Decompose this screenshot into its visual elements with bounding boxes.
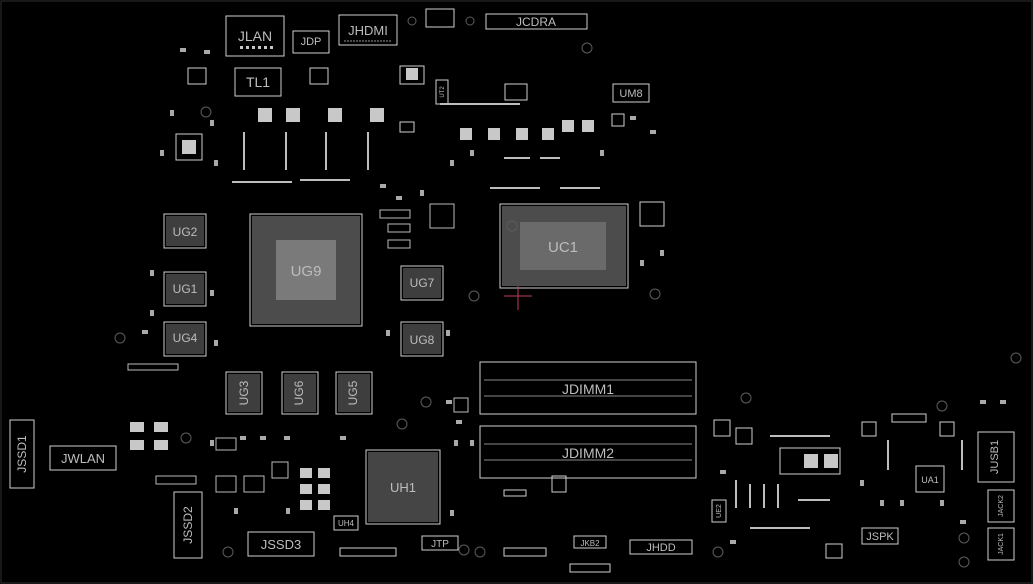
jssd2-label: JSSD2	[181, 506, 195, 544]
ug6-label: UG6	[292, 380, 306, 405]
connector-jhdmi[interactable]: JHDMI	[338, 14, 398, 46]
ug9-label: UG9	[291, 263, 322, 280]
chip-ua1[interactable]: UA1	[915, 465, 945, 493]
ua1-label: UA1	[921, 475, 939, 485]
jssd1-label: JSSD1	[15, 435, 29, 473]
connector-jhdd[interactable]: JHDD	[629, 539, 693, 555]
tl1-label: TL1	[246, 74, 270, 90]
chip-ug4[interactable]: UG4	[163, 321, 207, 357]
ug5-label: UG5	[346, 380, 360, 405]
chip-ug5[interactable]: UG5	[335, 371, 373, 415]
jdimm2-label: JDIMM2	[562, 445, 614, 461]
jhdmi-label: JHDMI	[348, 23, 388, 38]
chip-ug8[interactable]: UG8	[400, 321, 444, 357]
cursor-crosshair	[504, 286, 532, 310]
ug7-label: UG7	[410, 276, 435, 290]
connector-jwlan[interactable]: JWLAN	[49, 445, 117, 471]
component-ue2[interactable]: UE2	[711, 499, 727, 523]
chip-uc1-cpu[interactable]: UC1	[499, 203, 629, 289]
jtp-label: JTP	[431, 539, 449, 550]
connector-jusb1[interactable]: JUSB1	[977, 431, 1015, 483]
jack1-label: JACK1	[998, 533, 1005, 555]
chip-ug1[interactable]: UG1	[163, 271, 207, 307]
component-uh4[interactable]: UH4	[333, 515, 359, 531]
ug4-label: UG4	[173, 331, 198, 345]
connector-jack1[interactable]: JACK1	[987, 527, 1015, 561]
jwlan-label: JWLAN	[61, 451, 105, 466]
component-tl1[interactable]: TL1	[234, 67, 282, 97]
connector-jcdra[interactable]: JCDRA	[485, 13, 588, 30]
um8-label: UM8	[619, 88, 642, 100]
connector-jtp[interactable]: JTP	[421, 535, 459, 551]
component-um8[interactable]: UM8	[612, 83, 650, 103]
connector-jkb2[interactable]: JKB2	[573, 535, 607, 549]
uc1-label: UC1	[548, 239, 578, 256]
jdimm1-label: JDIMM1	[562, 381, 614, 397]
jspk-label: JSPK	[866, 531, 894, 543]
jkb2-label: JKB2	[580, 539, 600, 548]
slot-jdimm2[interactable]: JDIMM2	[479, 425, 697, 479]
jusb1-label: JUSB1	[989, 440, 1001, 474]
connector-jdp[interactable]: JDP	[292, 30, 330, 54]
connector-jssd2[interactable]: JSSD2	[173, 491, 203, 559]
connector-jspk[interactable]: JSPK	[861, 527, 899, 545]
ug1-label: UG1	[173, 282, 198, 296]
jcdra-label: JCDRA	[516, 15, 556, 29]
ug8-label: UG8	[410, 333, 435, 347]
chip-ug9-gpu[interactable]: UG9	[249, 213, 363, 327]
jack2-label: JACK2	[998, 495, 1005, 517]
jlan-label: JLAN	[238, 28, 272, 44]
ug2-label: UG2	[173, 225, 198, 239]
connector-jssd1[interactable]: JSSD1	[9, 419, 35, 489]
chip-ug2[interactable]: UG2	[163, 213, 207, 249]
chip-ug7[interactable]: UG7	[400, 265, 444, 301]
slot-jdimm1[interactable]: JDIMM1	[479, 361, 697, 415]
chip-uh1-pch[interactable]: UH1	[365, 449, 441, 525]
ug3-label: UG3	[237, 380, 251, 405]
connector-jssd3[interactable]: JSSD3	[247, 531, 315, 557]
uh4-label: UH4	[338, 519, 355, 528]
jdp-label: JDP	[301, 36, 322, 48]
jssd3-label: JSSD3	[261, 537, 301, 552]
connector-jack2[interactable]: JACK2	[987, 489, 1015, 523]
connector-jlan[interactable]: JLAN	[225, 15, 285, 57]
chip-ug3[interactable]: UG3	[225, 371, 263, 415]
ue2-label: UE2	[716, 504, 723, 518]
chip-ug6[interactable]: UG6	[281, 371, 319, 415]
jhdd-label: JHDD	[646, 542, 675, 554]
uh1-label: UH1	[390, 480, 416, 495]
ut2-label: UT2	[440, 86, 446, 98]
